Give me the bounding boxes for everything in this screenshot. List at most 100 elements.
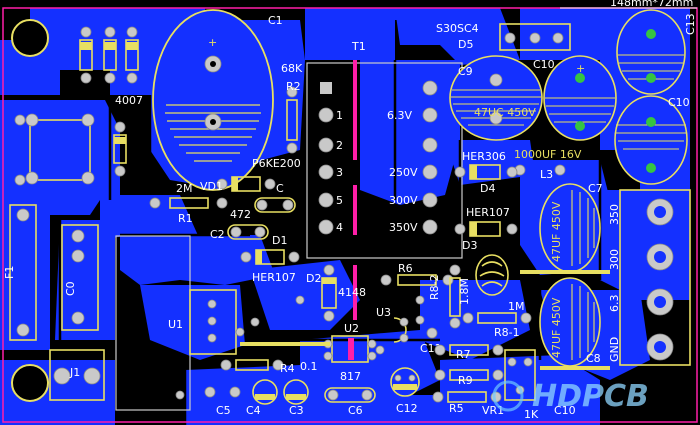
transformer-t1: T1 123 54 6.3V 250V 300V 350V: [306, 40, 463, 320]
label-her306: HER306: [462, 150, 506, 163]
label-250v: 250V: [389, 166, 418, 179]
capacitor-47uf-upper: 47UF 450V: [539, 183, 601, 273]
watermark: HDPCB: [492, 379, 649, 414]
label-u1: U1: [168, 318, 183, 331]
label-c4: C4: [246, 404, 261, 417]
label-c10b: C10: [668, 96, 690, 109]
resistor-r9: R9: [434, 369, 504, 387]
capacitor-c3: C3: [283, 379, 309, 417]
bridge-left: [25, 113, 95, 185]
capacitor-c10-top: C10 +: [533, 55, 617, 141]
label-t6-3: 6.3: [608, 295, 621, 313]
label-r2: R2: [286, 80, 301, 93]
mounting-holes: [11, 19, 49, 402]
label-817: 817: [340, 370, 361, 383]
label-vd1: VD1: [200, 180, 223, 193]
label-d3: D3: [462, 239, 477, 252]
capacitor-c9: C9 47UC 450V: [449, 55, 543, 141]
capacitor-c5: C5: [204, 386, 241, 417]
vias: [14, 114, 425, 400]
label-0-1: 0.1: [300, 360, 318, 373]
label-cap-47uc: 47UC 450V: [474, 106, 536, 119]
label-text: 4: [336, 221, 343, 234]
capacitor-c2: C2: [210, 224, 269, 241]
optocoupler-u2: U2 817: [323, 322, 377, 383]
label-plus: +: [576, 62, 585, 75]
label-4148: 4148: [338, 286, 366, 299]
inductor-coil: [475, 254, 509, 296]
label-6-3v: 6.3V: [387, 109, 412, 122]
label-j1: J1: [69, 366, 80, 379]
label-c13: C13: [684, 13, 697, 35]
label-2m: 2M: [176, 182, 193, 195]
fuse-f1: F1: [3, 204, 37, 341]
diode-d5: S30SC4 D5: [436, 22, 571, 51]
label-d2: D2: [306, 272, 321, 285]
label-her107b: HER107: [252, 271, 296, 284]
label-472: 472: [230, 208, 251, 221]
label-c3: C3: [289, 404, 304, 417]
label-s30sc4: S30SC4: [436, 22, 479, 35]
capacitor-c13: C13: [616, 9, 697, 95]
output-connector: 350 300 6.3 GND: [608, 189, 691, 366]
capacitor-c7-area: 1000UF 16V L3 C7: [514, 148, 603, 195]
capacitor-472: 472: [230, 197, 296, 221]
capacitor-c6: C6: [324, 387, 376, 417]
label-d1: D1: [272, 234, 287, 247]
label-300v: 300V: [389, 194, 418, 207]
label-c: C: [276, 182, 284, 195]
ic-u3: U3: [376, 306, 409, 343]
capacitor-c4: C4: [246, 379, 278, 417]
label-vr1: VR1: [482, 404, 504, 417]
mounting-hole-tl: [11, 19, 49, 57]
capacitor-c0: C0: [61, 224, 99, 331]
label-c7: C7: [588, 182, 603, 195]
connector-j1: J1: [49, 349, 105, 401]
label-cap47b: 47UF 450V: [550, 297, 563, 358]
label-her107a: HER107: [466, 206, 510, 219]
label-68k: 68K: [281, 62, 303, 75]
trimmer-vr1: VR1 1K: [482, 349, 539, 421]
label-r9: R9: [458, 374, 473, 387]
label-c2: C2: [210, 228, 225, 241]
label-u2: U2: [344, 322, 359, 335]
label-c12: C12: [396, 402, 418, 415]
label-c1: C1: [268, 14, 283, 27]
label-r8-2: R8-2: [428, 274, 441, 300]
label-r4: R4: [280, 362, 295, 375]
label-1-8m: 1.8M: [458, 278, 471, 305]
label-text: 3: [336, 166, 343, 179]
label-r6: R6: [398, 262, 413, 275]
label-1m: 1M: [508, 300, 525, 313]
label-u3: U3: [376, 306, 391, 319]
resistor-r8-1: 1M R8-1: [462, 300, 532, 339]
diode-d2: D2 4148: [306, 264, 366, 322]
label-t350: 350: [608, 204, 621, 225]
resistor-r7: R7: [434, 344, 504, 361]
diode-d1: D1 HER107: [240, 234, 300, 284]
label-d4: D4: [480, 182, 495, 195]
label-1k: 1K: [524, 408, 539, 421]
diodes-4007: 4007: [79, 26, 143, 177]
label-f1: F1: [3, 266, 16, 279]
label-d5: D5: [458, 38, 473, 51]
label-c6: C6: [348, 404, 363, 417]
capacitor-c12: C12: [390, 367, 420, 415]
label-r7: R7: [456, 348, 471, 361]
label-4007: 4007: [115, 94, 143, 107]
label-watermark: HDPCB: [532, 379, 649, 414]
label-t1: T1: [351, 40, 366, 53]
label-l3: L3: [540, 168, 553, 181]
resistor-r2: 68K R2: [281, 62, 303, 154]
label-text: 2: [336, 139, 343, 152]
mounting-hole-bl: [11, 364, 49, 402]
label-c10a: C10: [533, 58, 555, 71]
label-text: 1: [336, 109, 343, 122]
board-outline: [2, 7, 698, 423]
label-text: 5: [336, 194, 343, 207]
capacitor-c10-right: C10: [614, 95, 690, 185]
label-c10-bottom: C10: [554, 404, 576, 417]
label-c0: C0: [64, 281, 77, 296]
